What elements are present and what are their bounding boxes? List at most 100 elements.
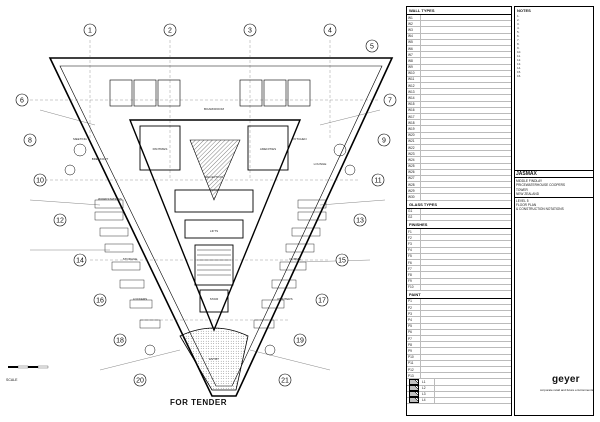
schedule-row: W10 [407,70,511,77]
schedule-code: P4 [407,317,421,323]
note-item: 10. [517,50,522,54]
room-label: WORKSTATIONS [98,197,122,201]
schedule-code: W27 [407,175,421,182]
room-label: BOARDROOM [204,107,225,111]
schedule-row: P2 [407,305,511,312]
grid-bubble-label: 10 [36,177,44,184]
grid-bubble: 13 [353,213,367,227]
grid-bubble-label: 18 [116,337,124,344]
schedule-code: W1 [407,15,421,21]
scale-bar [8,365,49,369]
schedule-code: W11 [407,76,421,83]
schedule-row: P13 [407,373,511,380]
schedule-row: W20 [407,132,511,139]
grid-bubble-label: 19 [296,337,304,344]
note-item: 8. [517,42,520,46]
room-label: COMMS [289,257,301,261]
schedule-code: P6 [407,329,421,335]
schedule-code: W8 [407,58,421,64]
grid-bubble: 10 [33,173,47,187]
note-item: 9. [517,46,520,50]
schedule-code: W14 [407,95,421,101]
room-label: RECEPTION [205,175,223,179]
schedule-code: L3 [421,391,435,397]
notes-panel: NOTES 1.2.3.4.5.6.7.8.9.10.11.12.13.14.1… [514,6,594,416]
schedule-row: F2 [407,235,511,242]
schedule-code: W19 [407,126,421,132]
schedule-code: F2 [407,235,421,241]
schedule-code: G2 [407,214,421,220]
schedule-code: P3 [407,311,421,317]
schedule-row: W30 [407,194,511,201]
schedule-row: P8 [407,342,511,349]
schedule-row: F10 [407,284,511,291]
schedule-row: W24 [407,157,511,164]
schedule-row: L2 [407,385,511,392]
schedule-row: P6 [407,329,511,336]
schedule-code: F5 [407,253,421,259]
grid-bubble-label: 17 [318,297,326,304]
schedule-code: P7 [407,336,421,342]
schedule-row: F3 [407,241,511,248]
schedule-row: W29 [407,188,511,195]
grid-bubble-label: 1 [88,27,92,34]
schedule-code: P11 [407,360,421,366]
grid-bubble-label: 2 [168,27,172,34]
schedule-code: P9 [407,348,421,354]
building-outline [48,57,394,397]
schedule-code: W17 [407,114,421,120]
schedule-code: P8 [407,342,421,348]
schedule-row: W8 [407,58,511,65]
schedule-code: W9 [407,64,421,70]
schedule-code: F8 [407,272,421,278]
room-label: AMENITIES [260,147,276,151]
schedule-row: W4 [407,33,511,40]
schedule-code: W3 [407,27,421,33]
schedule-row: P10 [407,354,511,361]
schedule-code: L4 [421,397,435,404]
grid-bubble-label: 7 [388,97,392,104]
title-block-line: NEW ZEALAND [516,191,540,196]
schedule-row: P3 [407,311,511,318]
note-item: 5. [517,30,520,34]
schedule-row: L1 [407,378,511,386]
core-rooms [139,125,289,313]
hatch-swatch [409,397,419,404]
notes-title: NOTES [517,8,531,13]
room-label: KITCHEN [293,137,306,141]
schedule-row: W19 [407,126,511,133]
entry-lobby [179,327,249,391]
schedule-code: W7 [407,52,421,58]
schedule-row: W14 [407,95,511,102]
room-label: STORAGE [123,257,138,261]
schedule-code: W28 [407,182,421,188]
title-block-line: & CONSTRUCTION NOTATIONS [516,207,564,212]
schedule-code: W16 [407,107,421,113]
grid-bubble-label: 9 [382,137,386,144]
schedule-row: W2 [407,21,511,28]
schedule-row: W11 [407,76,511,84]
client-name: JASMAX [514,170,594,177]
grid-bubble: 2 [163,23,177,37]
core-outline [128,119,302,332]
room-label: LOUNGE [314,162,327,166]
schedule-row: W15 [407,101,511,108]
schedule-code: L2 [421,385,435,391]
schedule-row: F7 [407,266,511,273]
finishes-title: FINISHES [407,221,511,229]
schedule-row: F1 [407,229,511,236]
grid-bubble-label: 8 [28,137,32,144]
note-item: 2. [517,18,520,22]
schedule-code: W22 [407,144,421,151]
schedule-row: G1 [407,208,511,215]
schedule-row: W1 [407,15,511,22]
note-item: 7. [517,38,520,42]
schedule-row: W27 [407,175,511,183]
grid-bubble: 17 [315,293,329,307]
schedule-row: P1 [407,298,511,306]
schedule-code: W24 [407,157,421,163]
schedule-row: P7 [407,336,511,343]
